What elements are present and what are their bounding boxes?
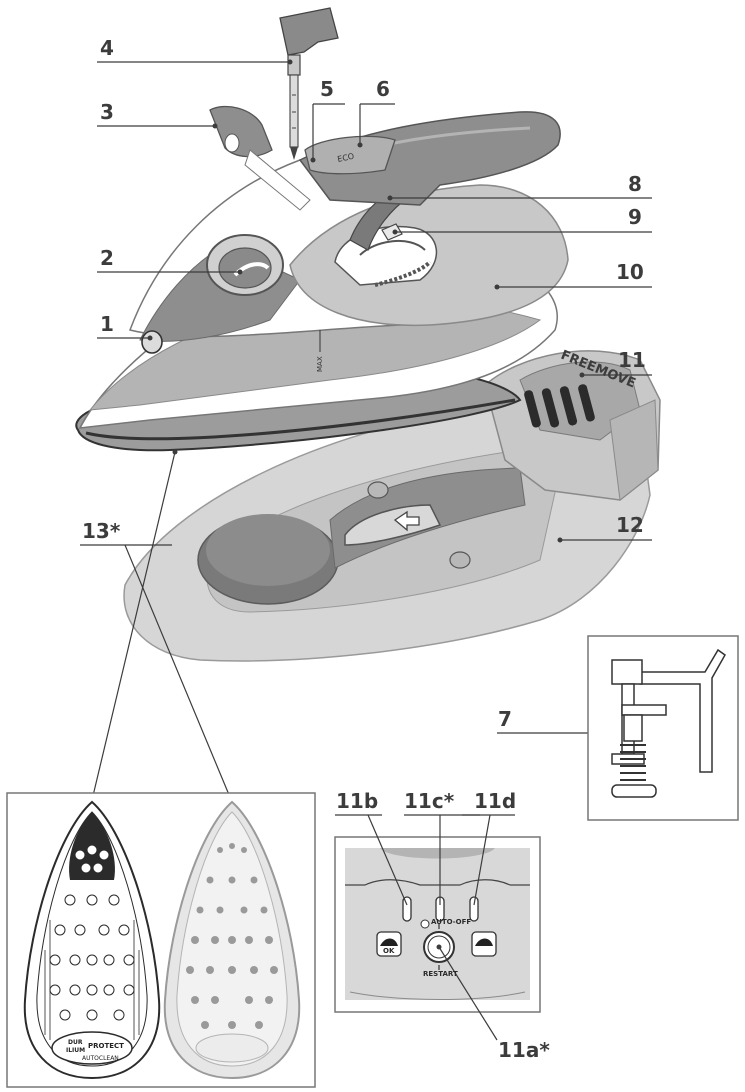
soleplate-brand-line2: ILIUM xyxy=(66,1047,85,1054)
callout-leaders xyxy=(80,61,652,803)
callout-11b: 11b xyxy=(336,789,379,813)
soleplate-autoclean: AUTOCLEAN xyxy=(82,1055,119,1062)
callout-12: 12 xyxy=(616,513,644,537)
panel-ok-label: OK xyxy=(383,947,395,955)
soleplate-brand-line1: DUR xyxy=(68,1039,83,1046)
max-mark: MAX xyxy=(316,356,324,372)
callout-6: 6 xyxy=(376,77,390,101)
soleplate-protect: PROTECT xyxy=(88,1042,124,1050)
control-panel-inset xyxy=(334,814,541,1041)
callout-13: 13* xyxy=(82,519,121,543)
callout-7: 7 xyxy=(498,707,512,731)
steam-iron: ECO xyxy=(75,7,569,452)
panel-restart-label: RESTART xyxy=(423,970,458,978)
clamp-inset xyxy=(587,635,739,821)
callout-11d: 11d xyxy=(474,789,517,813)
callout-3: 3 xyxy=(100,100,114,124)
callout-1: 1 xyxy=(100,312,114,336)
callout-8: 8 xyxy=(628,172,642,196)
svg-text:ECO: ECO xyxy=(337,152,355,164)
panel-auto-off-label: AUTO-OFF xyxy=(431,918,472,926)
callout-11c: 11c* xyxy=(404,789,455,813)
callout-5: 5 xyxy=(320,77,334,101)
soleplate-inset xyxy=(6,792,316,1088)
callout-9: 9 xyxy=(628,205,642,229)
callout-4: 4 xyxy=(100,36,114,60)
callout-11a: 11a* xyxy=(498,1038,550,1062)
callout-2: 2 xyxy=(100,246,114,270)
charging-base xyxy=(123,350,661,662)
callout-11: 11 xyxy=(618,348,646,372)
callout-10: 10 xyxy=(616,260,644,284)
